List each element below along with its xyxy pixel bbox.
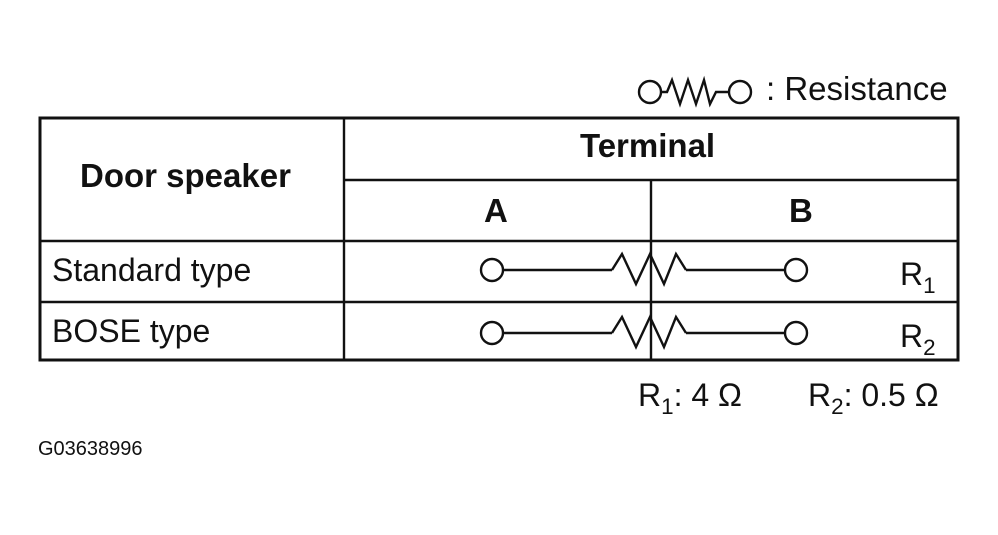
resistor-name: R [900,256,924,292]
row-1-resistor-label: R1 [900,256,936,299]
value-text: : 0.5 Ω [843,377,939,413]
value-name: R [638,377,662,413]
figure-code: G03638996 [38,438,143,460]
column-b-label: B [789,192,813,229]
header-door-speaker: Door speaker [80,157,291,194]
row-label-bose-type: BOSE type [52,313,211,349]
table-grid [38,116,960,362]
legend-label: : Resistance [766,70,948,107]
row-label-standard-type: Standard type [52,252,252,288]
value-text: : 4 Ω [673,377,742,413]
value-r1: R1: 4 Ω [638,377,742,420]
value-name: R [808,377,832,413]
resistor-subscript: 2 [923,334,936,360]
continuity-symbol-row-2 [479,314,809,351]
column-a-label: A [484,192,508,229]
row-2-resistor-label: R2 [900,318,936,361]
value-subscript: 2 [831,393,844,419]
value-r2: R2: 0.5 Ω [808,377,939,420]
resistor-symbol-icon [637,75,753,108]
continuity-symbol-row-1 [479,251,809,288]
header-terminal: Terminal [580,127,716,164]
value-subscript: 1 [661,393,674,419]
resistor-subscript: 1 [923,272,936,298]
resistor-name: R [900,318,924,354]
